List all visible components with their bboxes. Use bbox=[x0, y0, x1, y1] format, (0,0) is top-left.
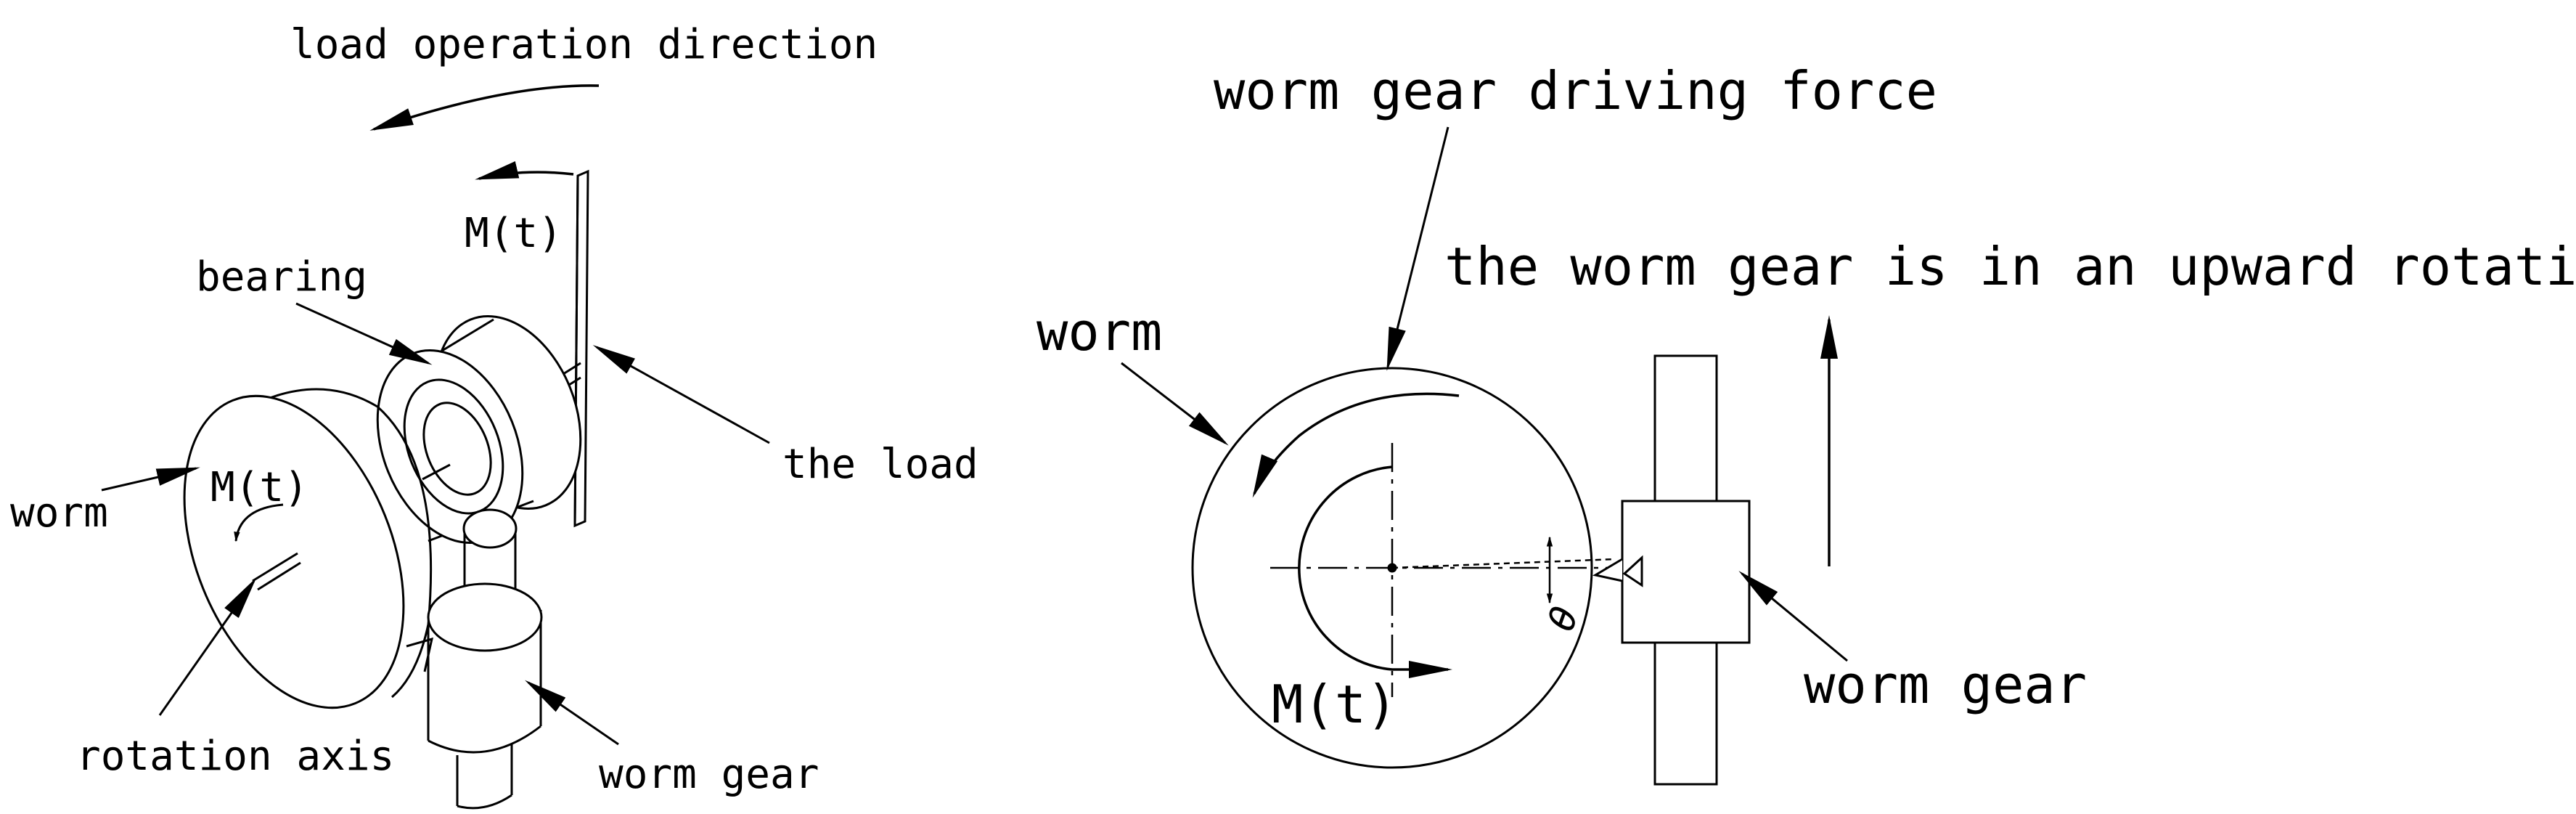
rotation-axis-label: rotation axis bbox=[76, 733, 394, 780]
worm-label-left: worm bbox=[10, 489, 108, 537]
load-label: the load bbox=[782, 441, 978, 488]
moment-label-right: M(t) bbox=[1272, 674, 1397, 735]
worm-gear-leader-left bbox=[525, 680, 619, 746]
worm-gear-leader-right bbox=[1738, 571, 1848, 662]
upward-rotation-label: the worm gear is in an upward rotation s… bbox=[1444, 236, 2576, 297]
top-moment-label: M(t) bbox=[465, 210, 563, 257]
load-direction-arrow bbox=[369, 84, 600, 131]
worm-label-right: worm bbox=[1036, 301, 1162, 362]
driving-force-label: worm gear driving force bbox=[1214, 60, 1937, 121]
load-leader bbox=[592, 345, 770, 444]
theta-line bbox=[1391, 558, 1616, 569]
worm-leader bbox=[101, 467, 200, 492]
bearing-body bbox=[376, 314, 582, 545]
left-view bbox=[101, 84, 770, 810]
outer-driving-arc bbox=[1252, 392, 1460, 498]
worm-disc bbox=[183, 388, 433, 709]
top-moment-arrow bbox=[475, 161, 574, 180]
load-direction-label: load operation direction bbox=[290, 21, 878, 68]
load-plate bbox=[573, 169, 589, 528]
worm-moment-label: M(t) bbox=[210, 464, 308, 511]
rotation-axis-leader bbox=[158, 577, 257, 716]
bearing-leader bbox=[295, 302, 433, 365]
worm-moment-arrow bbox=[234, 503, 284, 542]
inner-moment-arc bbox=[1298, 465, 1452, 678]
bearing-label: bearing bbox=[196, 253, 367, 301]
theta-label: θ bbox=[1539, 601, 1587, 637]
driving-force-leader bbox=[1386, 126, 1449, 371]
worm-gear-body bbox=[406, 508, 543, 810]
worm-gear-label-left: worm gear bbox=[599, 751, 819, 798]
worm-gear-label-right: worm gear bbox=[1804, 654, 2087, 715]
worm-leader-right bbox=[1121, 362, 1229, 446]
right-view bbox=[1121, 126, 1848, 786]
worm-gear-rack bbox=[1592, 354, 1751, 786]
